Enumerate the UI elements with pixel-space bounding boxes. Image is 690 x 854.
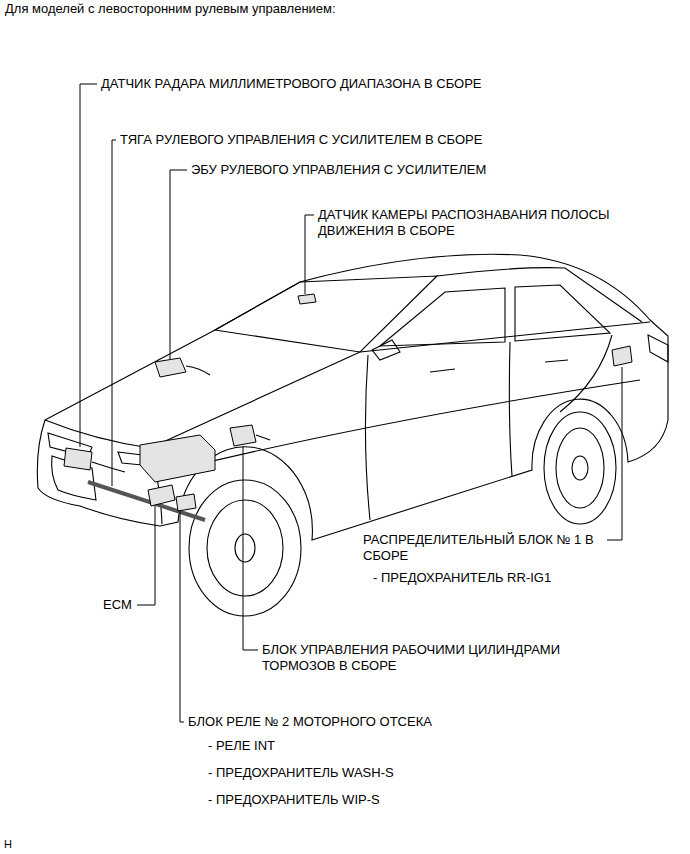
part-label: РАСПРЕДЕЛИТЕЛЬНЫЙ БЛОК № 1 В СБОРЕ xyxy=(363,532,603,564)
taillight xyxy=(648,335,668,362)
leader-line xyxy=(112,140,116,486)
part-label: БЛОК РЕЛЕ № 2 МОТОРНОГО ОТСЕКА xyxy=(188,714,432,730)
hood-edge xyxy=(150,352,360,448)
wire xyxy=(92,462,125,472)
leader-line xyxy=(180,511,184,722)
junction-block xyxy=(612,346,632,366)
title: Для моделей с левосторонним рулевым упра… xyxy=(5,1,336,17)
brake-pipe xyxy=(256,435,270,440)
door-line xyxy=(560,335,612,412)
sub-item: - ПРЕДОХРАНИТЕЛЬ RR-IG1 xyxy=(373,570,551,586)
door-handle xyxy=(430,369,455,372)
windshield xyxy=(215,276,437,352)
steering-rack xyxy=(88,482,205,520)
radar-sensor xyxy=(64,448,92,470)
leader-line xyxy=(170,170,187,359)
rear-wheel xyxy=(544,412,616,524)
roof-edge xyxy=(437,268,642,322)
rear-hub xyxy=(572,456,588,480)
front-side-window xyxy=(380,288,505,346)
leader-line xyxy=(137,506,155,605)
relay-block xyxy=(176,494,196,511)
door-line xyxy=(509,342,512,476)
part-label: ДАТЧИК РАДАРА МИЛЛИМЕТРОВОГО ДИАПАЗОНА В… xyxy=(101,76,482,92)
rear-side-window xyxy=(515,285,610,341)
sub-item: - РЕЛЕ INT xyxy=(208,738,275,754)
sub-item: - ПРЕДОХРАНИТЕЛЬ WASH-S xyxy=(208,765,394,781)
rear-rim xyxy=(556,428,604,508)
part-label: ECM xyxy=(103,597,132,613)
front-hub xyxy=(235,534,255,562)
steering-ecu xyxy=(155,358,186,377)
part-label: ЭБУ РУЛЕВОГО УПРАВЛЕНИЯ С УСИЛИТЕЛЕМ xyxy=(191,162,486,178)
door-handle xyxy=(545,360,568,362)
camera-sensor xyxy=(298,294,316,304)
sub-item: - ПРЕДОХРАНИТЕЛЬ WIP-S xyxy=(208,792,380,808)
part-label: ДАТЧИК КАМЕРЫ РАСПОЗНАВАНИЯ ПОЛОСЫ ДВИЖЕ… xyxy=(318,207,648,239)
front-rim xyxy=(207,500,283,596)
side-crease xyxy=(175,380,640,470)
mirror xyxy=(372,340,400,360)
part-label: БЛОК УПРАВЛЕНИЯ РАБОЧИМИ ЦИЛИНДРАМИ ТОРМ… xyxy=(262,642,592,674)
brake-actuator xyxy=(230,425,256,446)
leader-line xyxy=(305,215,314,294)
front-wheel xyxy=(189,480,301,616)
wire xyxy=(186,366,210,375)
door-line xyxy=(365,355,370,520)
car-body xyxy=(37,254,668,540)
leader-line xyxy=(80,84,97,447)
figure-code: H xyxy=(4,836,12,852)
leader-line xyxy=(243,446,258,650)
part-label: ТЯГА РУЛЕВОГО УПРАВЛЕНИЯ С УСИЛИТЕЛЕМ В … xyxy=(120,132,482,148)
engine-block xyxy=(140,435,215,482)
ecm xyxy=(148,485,175,506)
hood-front xyxy=(45,420,150,448)
leader-line xyxy=(607,367,622,540)
